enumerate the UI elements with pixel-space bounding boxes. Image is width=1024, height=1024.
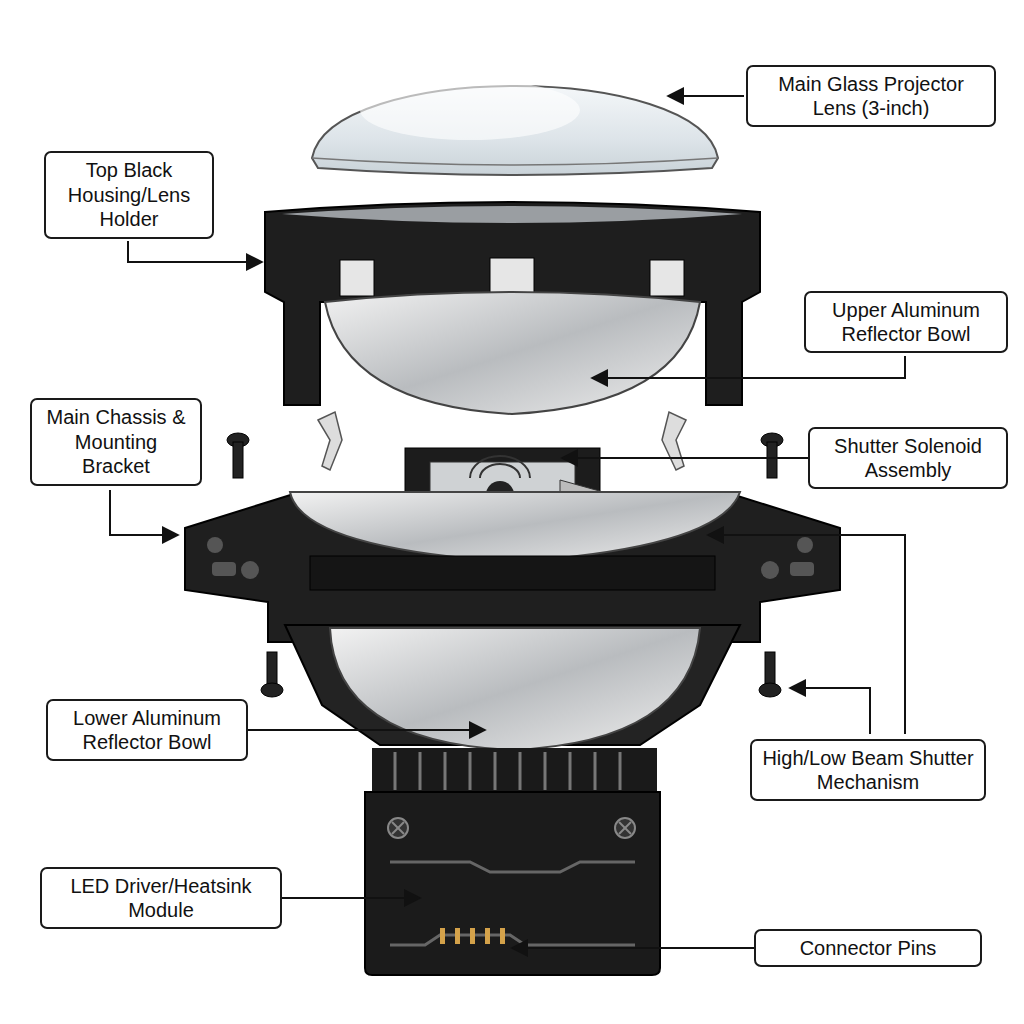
part-label: Lower Aluminum Reflector Bowl <box>58 706 236 755</box>
part-label: Main Glass Projector Lens (3-inch) <box>758 72 984 121</box>
callout-box: Shutter Solenoid Assembly <box>808 427 1008 490</box>
part-label: High/Low Beam Shutter Mechanism <box>762 746 974 795</box>
part-label: Connector Pins <box>766 936 970 960</box>
part-label: Main Chassis & Mounting Bracket <box>42 405 190 478</box>
part-label: Top Black Housing/Lens Holder <box>56 158 202 231</box>
callout-box: LED Driver/Heatsink Module <box>40 867 282 930</box>
part-label: Shutter Solenoid Assembly <box>820 434 996 483</box>
callout-box: Connector Pins <box>754 929 982 967</box>
callout-box: Top Black Housing/Lens Holder <box>44 151 214 238</box>
callout-box: Lower Aluminum Reflector Bowl <box>46 699 248 762</box>
callout-box: High/Low Beam Shutter Mechanism <box>750 739 986 802</box>
callout-box: Main Chassis & Mounting Bracket <box>30 398 202 485</box>
part-label: LED Driver/Heatsink Module <box>52 874 270 923</box>
callout-box: Upper Aluminum Reflector Bowl <box>804 291 1008 354</box>
callout-box: Main Glass Projector Lens (3-inch) <box>746 65 996 128</box>
part-label: Upper Aluminum Reflector Bowl <box>816 298 996 347</box>
